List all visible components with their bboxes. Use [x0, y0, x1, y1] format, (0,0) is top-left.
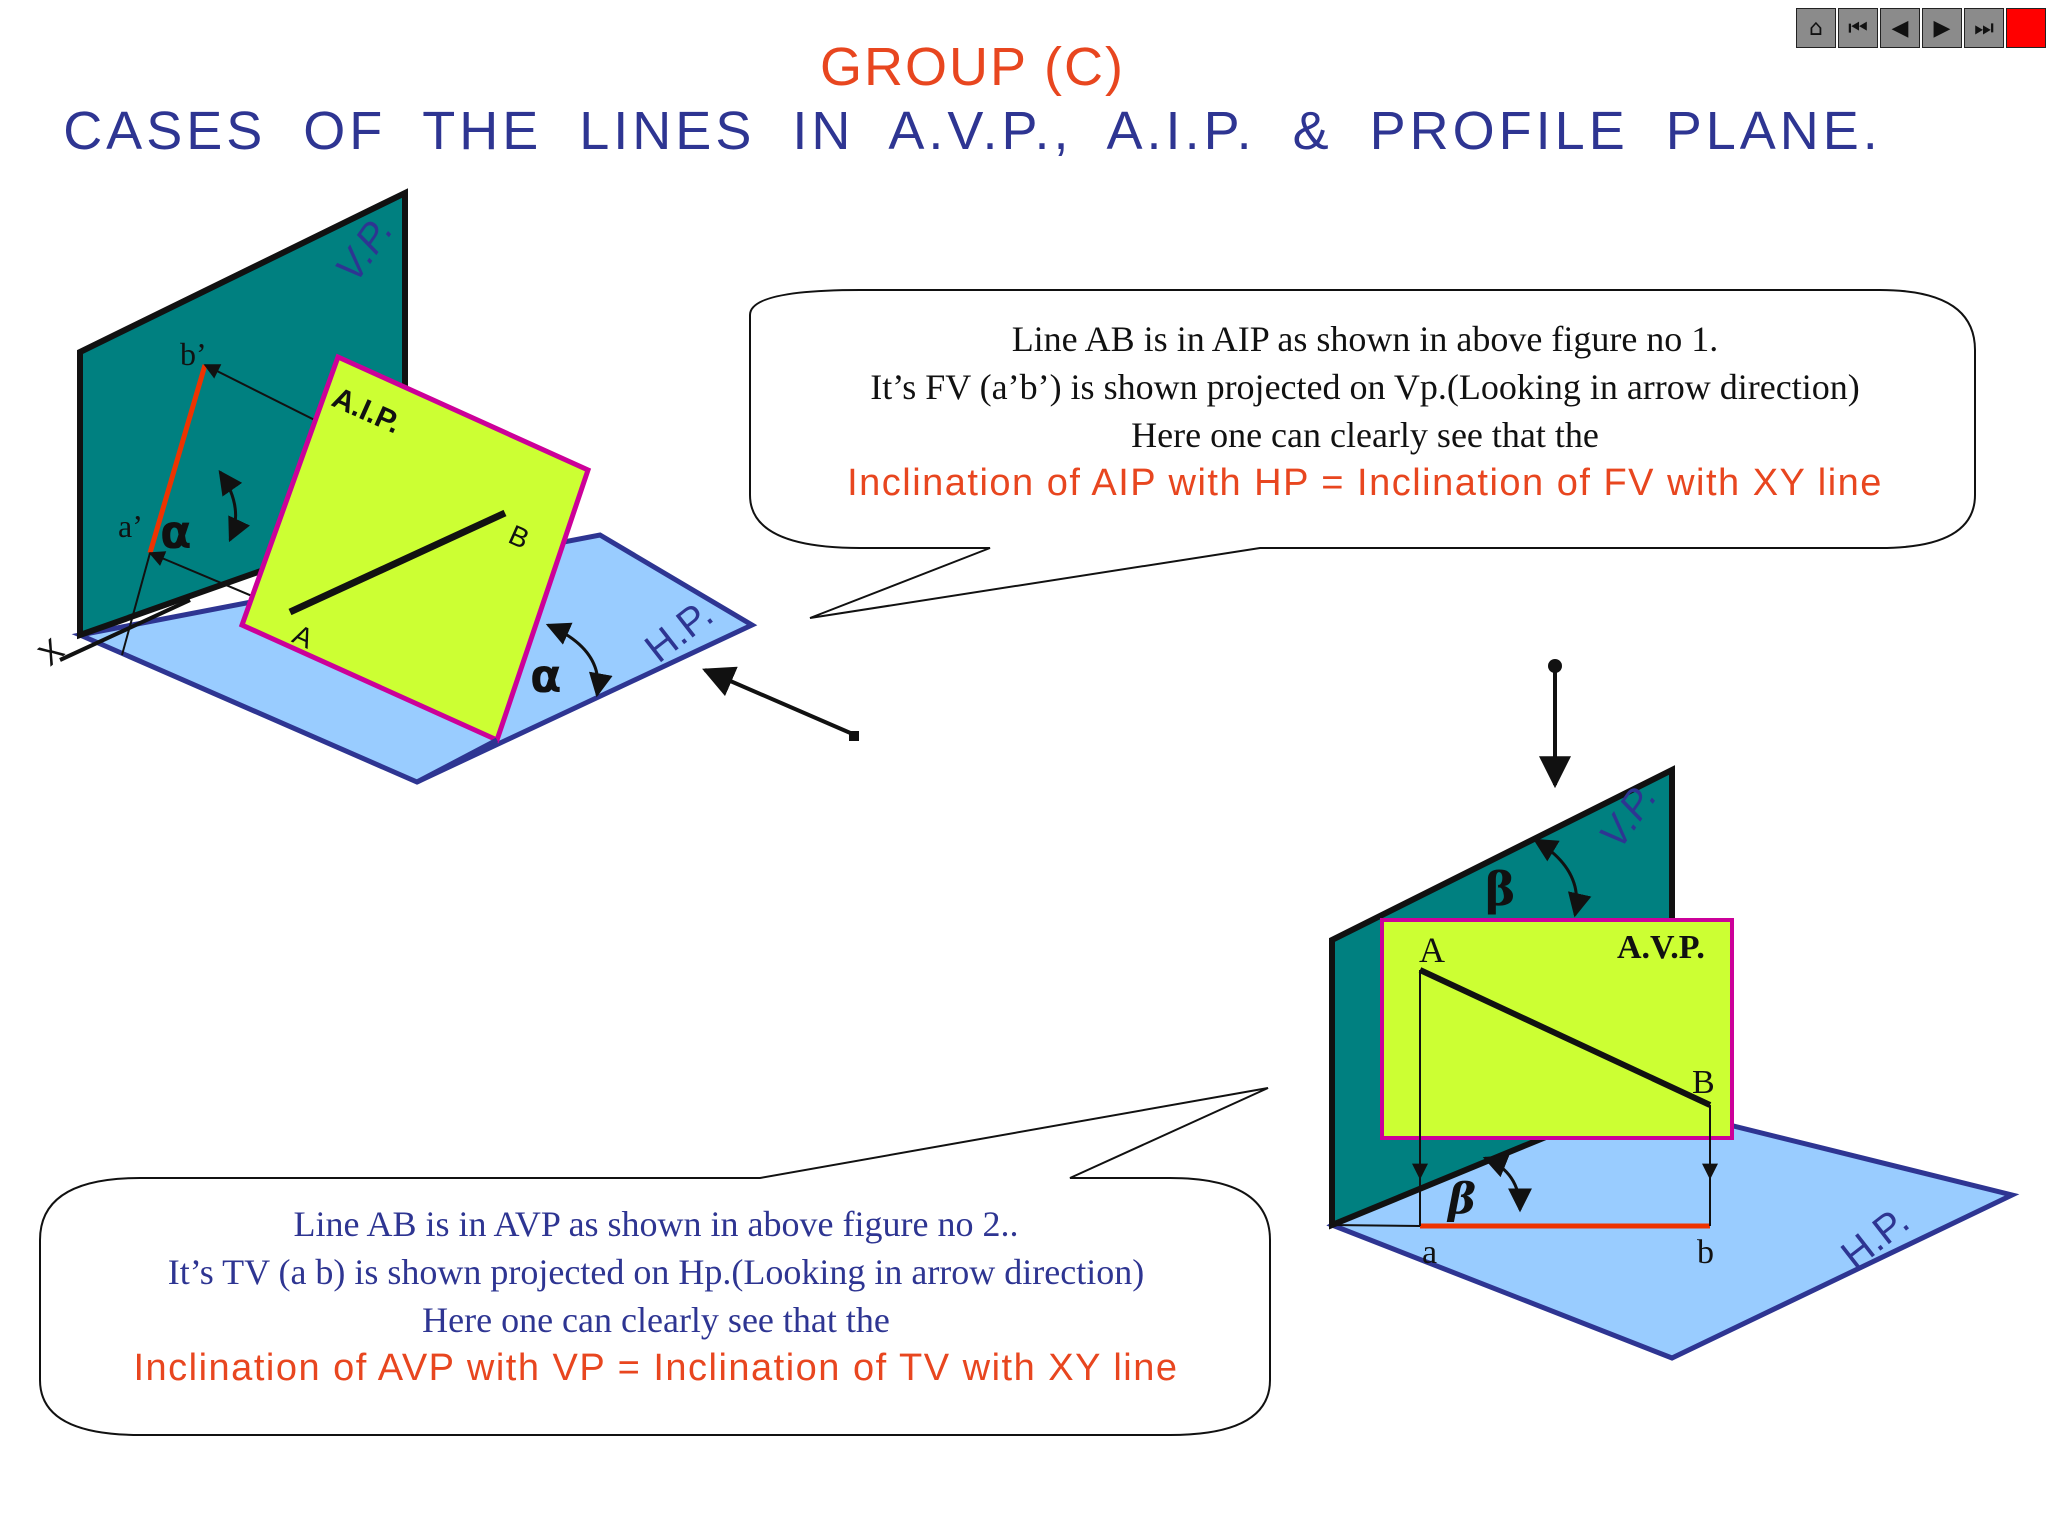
previous-slide-icon[interactable]: ◀ — [1880, 8, 1920, 48]
alpha-arc-vp — [218, 470, 251, 543]
callout-2-highlight: Inclination of AVP with VP = Inclination… — [133, 1347, 1179, 1389]
hp-front-edge — [415, 737, 499, 785]
arrow-tail — [849, 731, 859, 741]
avp-plane — [1380, 918, 1734, 1140]
first-slide-icon[interactable]: ⏮ — [1838, 8, 1878, 48]
alpha-label-vp: α — [160, 505, 192, 559]
alpha-arc-hp — [545, 622, 613, 698]
figure-1-aip: V.P. H.P. A.I.P. X A B a’ b’ α α — [31, 188, 859, 785]
line-ab — [288, 509, 507, 616]
beta-arc-vp — [1532, 838, 1592, 918]
callout-1-text: Line AB is in AIP as shown in above figu… — [760, 315, 1970, 507]
beta-label-hp: β — [1446, 1174, 1476, 1223]
last-slide-icon[interactable]: ⏭ — [1964, 8, 2004, 48]
callout-2-bubble — [39, 1087, 1271, 1436]
point-a-label-2: A — [1419, 930, 1445, 970]
callout-2-line-1: Line AB is in AVP as shown in above figu… — [293, 1204, 1019, 1244]
point-a-small-label: a — [1422, 1234, 1437, 1271]
x-label: X — [31, 631, 70, 672]
alpha-label-hp: α — [530, 649, 562, 703]
point-b-label-2: B — [1692, 1064, 1715, 1101]
front-view-line — [147, 364, 208, 554]
next-slide-icon[interactable]: ▶ — [1922, 8, 1962, 48]
point-b-small-label: b — [1697, 1234, 1714, 1271]
page-title: CASES OF THE LINES IN A.V.P., A.I.P. & P… — [63, 101, 1882, 161]
callout-2-line-2: It’s TV (a b) is shown projected on Hp.(… — [167, 1252, 1145, 1292]
beta-arc-hp — [1482, 1154, 1532, 1213]
beta-label-vp: β — [1485, 862, 1516, 916]
stop-icon[interactable] — [2006, 8, 2046, 48]
line-ab-2 — [1418, 967, 1712, 1108]
point-a-prime-label: a’ — [118, 508, 143, 544]
xy-line-1 — [59, 598, 191, 662]
point-b-prime-label: b’ — [180, 336, 207, 372]
callout-1-line-1: Line AB is in AIP as shown in above figu… — [1011, 319, 1719, 359]
callout-1-line-3: Here one can clearly see that the — [1131, 415, 1599, 455]
ref-line — [1331, 1224, 1421, 1227]
callout-2-text: Line AB is in AVP as shown in above figu… — [36, 1200, 1276, 1392]
arrow-tail-2 — [1548, 659, 1562, 673]
home-icon[interactable]: ⌂ — [1796, 8, 1836, 48]
callout-2-line-3: Here one can clearly see that the — [422, 1300, 890, 1340]
avp-label: A.V.P. — [1617, 929, 1705, 966]
slide-navigation: ⌂ ⏮ ◀ ▶ ⏭ — [1796, 8, 2046, 50]
callout-1-bubble — [749, 289, 1976, 619]
callout-1-highlight: Inclination of AIP with HP = Inclination… — [847, 462, 1883, 504]
view-direction-arrow — [702, 666, 856, 737]
callout-1-line-2: It’s FV (a’b’) is shown projected on Vp.… — [870, 367, 1860, 407]
group-title: GROUP (C) — [819, 37, 1125, 97]
construction-line — [121, 552, 151, 656]
figure-2-avp: V.P. H.P. A.V.P. A B a b β β — [1326, 659, 2020, 1361]
